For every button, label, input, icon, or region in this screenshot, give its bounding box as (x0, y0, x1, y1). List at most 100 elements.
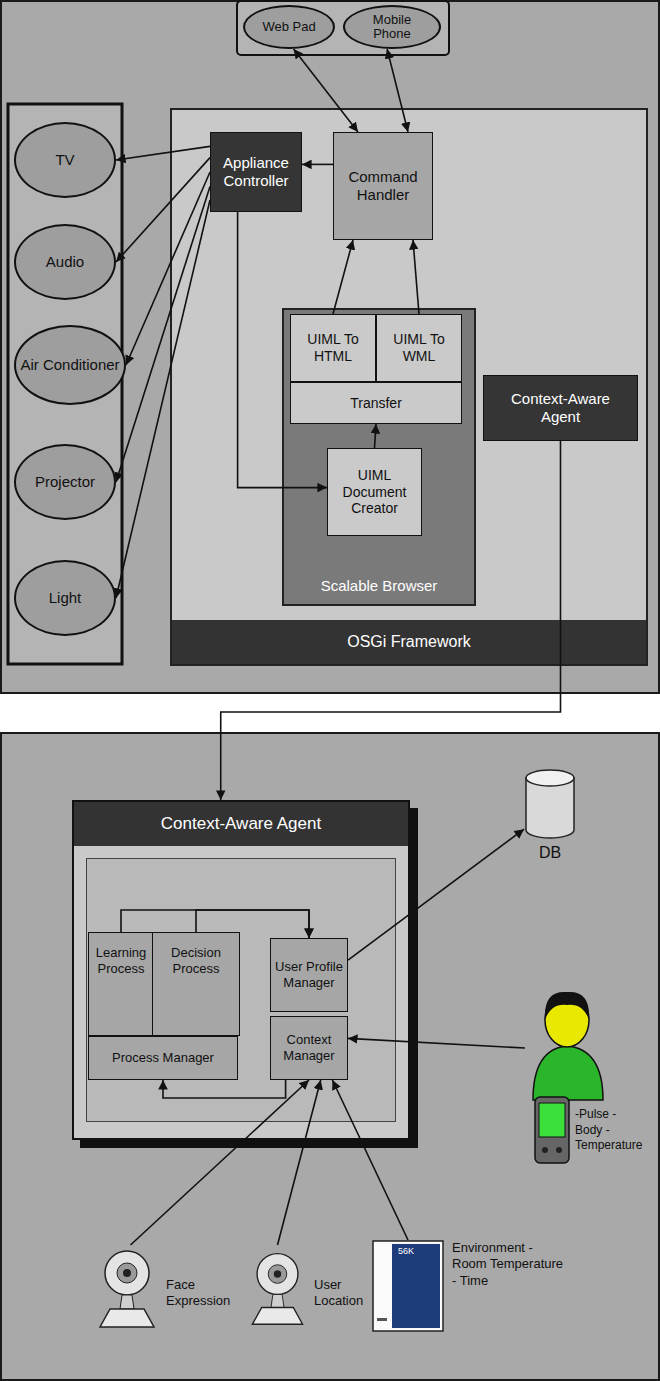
node-label: Command Handler (338, 168, 428, 204)
node-label: Process Manager (112, 1050, 214, 1066)
node-label: UIML To WML (381, 331, 457, 365)
process-box: Decision Process (152, 932, 240, 1036)
converter-box: UIML To WML (376, 314, 462, 382)
connector-arrow (116, 186, 210, 482)
client-ellipse: Web Pad (243, 5, 335, 49)
node-label: Air Conditioner (20, 356, 119, 374)
node-label: User Location (314, 1277, 363, 1308)
node-label: Context-Aware Agent (498, 390, 623, 426)
process-box: Learning Process (88, 932, 154, 1036)
appliance-ellipse: Light (14, 560, 116, 636)
user-figure (525, 985, 610, 1165)
node-label: Projector (35, 473, 95, 491)
connector-arrow (375, 424, 377, 448)
connector-arrow (116, 146, 210, 160)
database-cylinder: DB (524, 768, 576, 840)
camera-icon (245, 1245, 310, 1330)
connector-arrow (387, 49, 408, 132)
node-label: UIML To HTML (295, 331, 371, 365)
connector-arrow (116, 158, 210, 262)
handler-box: Command Handler (333, 132, 433, 240)
connector-arrow (294, 49, 358, 132)
connector-arrow (278, 1080, 321, 1245)
converter-box: UIML To HTML (290, 314, 376, 382)
cam-part (123, 1269, 131, 1277)
controller-box: Appliance Controller (210, 132, 302, 212)
node-label: Transfer (350, 395, 402, 412)
camera-icon (92, 1245, 162, 1330)
person-part (533, 1046, 603, 1100)
connector-arrow (221, 441, 561, 800)
framework-frame: Appliance Controller Command HandlerUIML … (170, 108, 648, 666)
node-label: TV (55, 151, 74, 169)
node-label: 56K (398, 1245, 414, 1257)
cam-part (257, 1254, 298, 1295)
node-label: Context Manager (274, 1032, 344, 1063)
person-part (545, 992, 589, 1020)
node-label: Learning Process (92, 945, 150, 976)
modem-part (392, 1244, 440, 1328)
process-box: Process Manager (88, 1036, 238, 1080)
client-group (237, 1, 449, 55)
node-label: Web Pad (262, 19, 315, 35)
connector-arrow (413, 240, 419, 314)
connector-arrow (196, 910, 309, 938)
node-label: Mobile Phone (357, 13, 427, 42)
browser-frame: UIML To HTML UIML To WML TransferUIML Docu… (282, 308, 476, 606)
node-label: Appliance Controller (215, 154, 297, 190)
person-part (556, 1147, 562, 1153)
creator-box: UIML Document Creator (327, 448, 422, 536)
cam-part (117, 1263, 137, 1283)
connector-arrow (333, 240, 353, 314)
connector-arrow (116, 200, 210, 598)
node-label: Scalable Browser (321, 577, 438, 594)
connector-arrow (163, 1080, 286, 1098)
manager-box: User Profile Manager (270, 938, 348, 1012)
camera-icon: Face Expression (92, 1245, 162, 1330)
node-label: Light (49, 589, 82, 607)
cam-part (120, 1295, 134, 1309)
connector-arrow (131, 1080, 310, 1245)
cam-part (271, 1294, 284, 1307)
connector-arrow (121, 910, 309, 938)
top-panel (1, 1, 659, 693)
connector-arrow (348, 829, 524, 960)
node-label: OSGi Framework (172, 620, 646, 664)
modem-part (377, 1318, 387, 1321)
connector-arrow (332, 1080, 408, 1240)
node-label: DB (524, 844, 576, 862)
node-label: Decision Process (156, 945, 236, 976)
node-label: User Profile Manager (274, 959, 344, 990)
bottom-panel (1, 733, 659, 1380)
manager-box: Context Manager (270, 1016, 348, 1080)
db-part (526, 770, 574, 786)
connector-arrow (348, 1038, 525, 1048)
agent-frame: Learning ProcessDecision ProcessProcess … (72, 800, 410, 1140)
node-label: UIML Document Creator (332, 467, 417, 517)
appliance-ellipse: Air Conditioner (14, 325, 126, 405)
cam-part (100, 1309, 154, 1327)
connector-arrow (126, 172, 210, 365)
node-label: Context-Aware Agent (74, 802, 408, 846)
person-part (535, 1097, 569, 1163)
node-label: Audio (46, 253, 84, 271)
appliance-ellipse: TV (14, 122, 116, 198)
cam-part (252, 1307, 302, 1324)
appliance-ellipse: Projector (14, 444, 116, 520)
modem-part (373, 1241, 443, 1331)
db-part (526, 778, 574, 838)
client-ellipse: Mobile Phone (343, 5, 441, 49)
cam-part (105, 1251, 149, 1295)
cam-part (274, 1270, 281, 1277)
person-part (542, 1147, 548, 1153)
connector-arrow (238, 212, 327, 488)
node-label: -Pulse -Body -Temperature (575, 1107, 642, 1154)
sensor-device: 56KEnvironment - Room Temperature - Time (372, 1240, 444, 1332)
cam-part (268, 1265, 287, 1284)
database-cylinder (524, 768, 576, 840)
camera-icon: User Location (245, 1245, 310, 1330)
connector-arrow (302, 164, 333, 166)
node-label: Face Expression (166, 1277, 230, 1308)
appliance-ellipse: Audio (14, 224, 116, 300)
